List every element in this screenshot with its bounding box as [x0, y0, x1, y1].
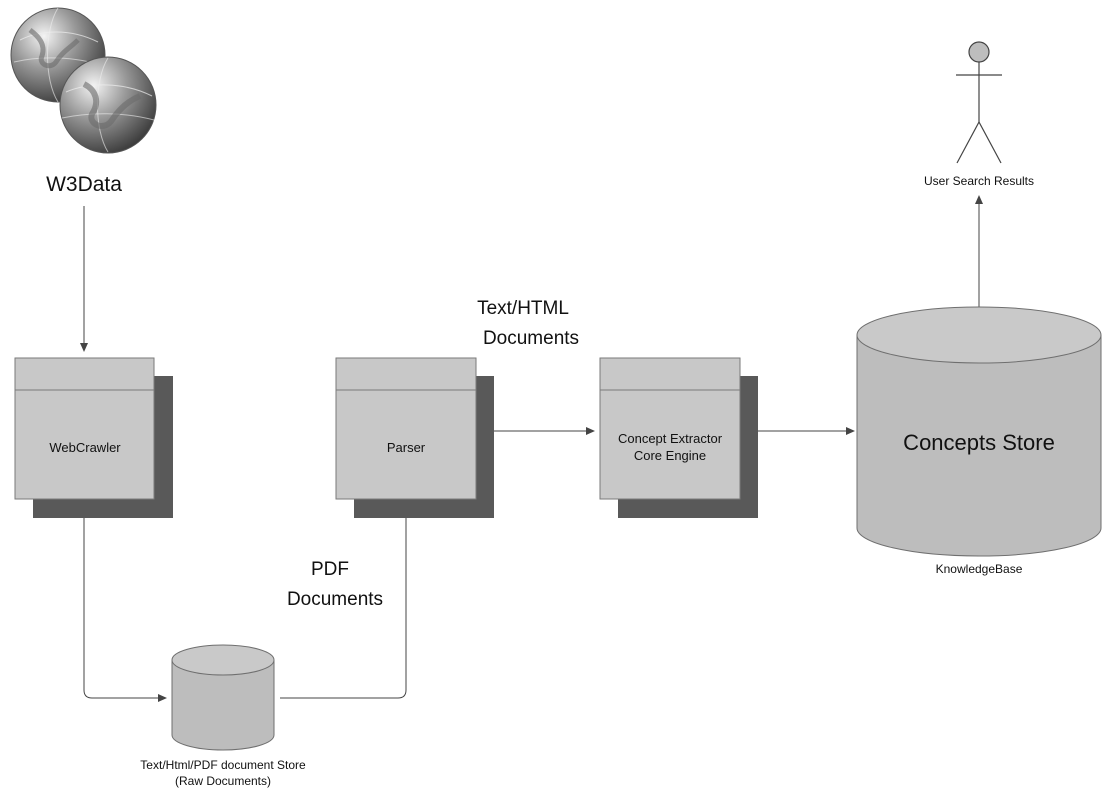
- text-html-documents-label-line1: Text/HTML: [477, 298, 569, 319]
- text-html-documents-label-line2: Documents: [482, 328, 580, 349]
- stick-figure-icon: [956, 41, 1002, 164]
- concept-extractor-box: [599, 357, 758, 518]
- parser-box: [335, 357, 494, 518]
- raw-store-label-line2: (Raw Documents): [174, 774, 272, 788]
- concept-extractor-label-line2: Core Engine: [633, 448, 707, 463]
- concepts-store-cylinder: [856, 306, 1102, 557]
- pdf-documents-label-line2: Documents: [286, 589, 384, 610]
- arrow-raw-store-to-parser: [280, 506, 410, 699]
- parser-label: Parser: [386, 440, 426, 455]
- globe-icon: [59, 56, 157, 154]
- concept-extractor-label-line1: Concept Extractor: [617, 431, 723, 446]
- w3data-label: W3Data: [46, 173, 122, 196]
- arrow-webcrawler-to-raw-store: [83, 499, 167, 702]
- concepts-store-label: Concepts Store: [903, 430, 1055, 455]
- connectors: [80, 195, 983, 702]
- pdf-documents-label-line1: PDF: [311, 559, 349, 580]
- knowledgebase-label: KnowledgeBase: [935, 562, 1023, 576]
- raw-document-store-cylinder: [171, 644, 275, 751]
- webcrawler-label: WebCrawler: [49, 440, 121, 455]
- webcrawler-box: [14, 357, 173, 518]
- raw-store-label-line1: Text/Html/PDF document Store: [140, 758, 306, 772]
- user-search-results-label: User Search Results: [923, 174, 1035, 188]
